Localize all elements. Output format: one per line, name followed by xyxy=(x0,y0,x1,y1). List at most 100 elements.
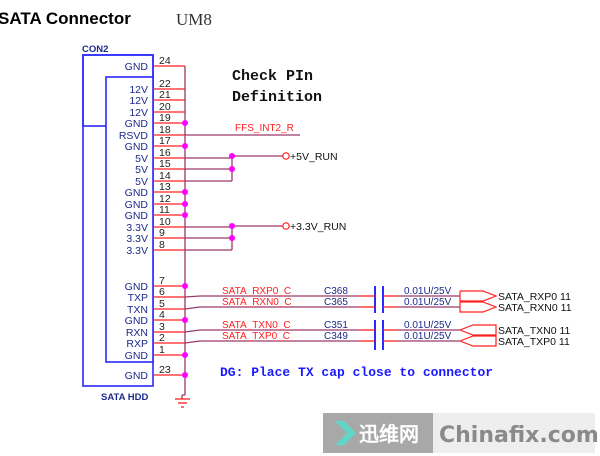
check-note-line1: Check PIn xyxy=(232,68,313,85)
junction-dot xyxy=(229,166,235,172)
pin-number: 11 xyxy=(159,204,170,216)
junction-dot xyxy=(182,352,188,358)
capacitor-ref: C365 xyxy=(324,297,348,308)
pin-number: 23 xyxy=(159,364,171,376)
junction-dot xyxy=(229,223,235,229)
junction-dot xyxy=(182,143,188,149)
pin-number: 10 xyxy=(159,216,171,228)
pin-number: 8 xyxy=(159,239,165,251)
junction-dot xyxy=(182,283,188,289)
pin-number: 24 xyxy=(159,55,171,67)
connector-footprint-label: SATA HDD xyxy=(101,392,148,403)
junction-dot xyxy=(229,235,235,241)
pin-number: 13 xyxy=(159,181,171,193)
ref-designator: UM8 xyxy=(176,10,212,29)
pin-number: 12 xyxy=(159,193,171,205)
junction-dot xyxy=(182,120,188,126)
power-label-3v3: +3.3V_RUN xyxy=(290,221,346,233)
pin-name: 3.3V xyxy=(126,233,148,245)
pin-number: 2 xyxy=(159,332,165,344)
pin-number: 16 xyxy=(159,147,171,159)
watermark-chevron-icon xyxy=(335,421,356,445)
pin-number: 21 xyxy=(159,89,171,101)
junction-dot xyxy=(182,372,188,378)
pin-number: 3 xyxy=(159,321,165,333)
pin-name: 5V xyxy=(135,176,148,188)
port-label[interactable]: SATA_TXP0 11 xyxy=(498,336,570,348)
pin-name: GND xyxy=(125,350,149,362)
capacitor-value: 0.01U/25V xyxy=(404,320,452,331)
power-terminal-3v3-icon xyxy=(282,222,290,230)
pin-number: 14 xyxy=(159,170,171,182)
pin-name: 12V xyxy=(129,107,148,119)
pin-number: 1 xyxy=(159,344,165,356)
pin-name: RXP xyxy=(126,338,148,350)
pin-name: GND xyxy=(125,61,149,73)
pin-number: 7 xyxy=(159,275,165,287)
connector-ref: CON2 xyxy=(82,44,108,55)
port-label[interactable]: SATA_RXP0 11 xyxy=(498,291,571,303)
port-label[interactable]: SATA_TXN0 11 xyxy=(498,325,571,337)
connector-inner-outline xyxy=(105,76,154,363)
wires xyxy=(181,66,300,399)
pin-name: GND xyxy=(125,118,149,130)
pin-number: 6 xyxy=(159,286,165,298)
offpage-port-icon xyxy=(459,324,497,336)
pin-name: GND xyxy=(125,281,149,293)
check-note-line2: Definition xyxy=(232,89,322,106)
junction-dot xyxy=(229,153,235,159)
pin-number: 19 xyxy=(159,112,171,124)
pin-number: 20 xyxy=(159,101,171,113)
signal-wire xyxy=(184,295,201,298)
junction-dot xyxy=(182,317,188,323)
pin-number: 9 xyxy=(159,227,165,239)
port-label[interactable]: SATA_RXN0 11 xyxy=(498,302,572,314)
pin-name: GND xyxy=(125,315,149,327)
pin-name: TXN xyxy=(127,304,148,316)
pin-number: 15 xyxy=(159,158,171,170)
signal-wire xyxy=(184,340,201,344)
pin-name: GND xyxy=(125,187,149,199)
capacitor-value: 0.01U/25V xyxy=(404,286,452,297)
pin-name: 5V xyxy=(135,164,148,176)
pin-name: RXN xyxy=(126,327,148,339)
capacitor-ref: C351 xyxy=(324,320,348,331)
pin-number: 17 xyxy=(159,135,171,147)
capacitor-value: 0.01U/25V xyxy=(404,331,452,342)
offpage-port-icon xyxy=(459,335,497,347)
junction-dot xyxy=(182,201,188,207)
pin-name: 3.3V xyxy=(126,222,148,234)
watermark-en-bg xyxy=(433,413,595,453)
capacitor-value: 0.01U/25V xyxy=(404,297,452,308)
junction-dot xyxy=(182,189,188,195)
watermark-cn-text: 迅维网 xyxy=(359,422,419,446)
pin-name: RSVD xyxy=(119,130,149,142)
ground-symbol-icon xyxy=(175,398,190,408)
offpage-port-icon xyxy=(459,301,498,313)
pin-number: 18 xyxy=(159,124,171,136)
junction-dot xyxy=(182,212,188,218)
pin-name: GND xyxy=(125,199,149,211)
pin-name: 12V xyxy=(129,95,148,107)
signal-wire xyxy=(184,306,201,310)
pin-name: GND xyxy=(125,210,149,222)
signal-net-label: SATA_RXP0_C xyxy=(222,286,291,297)
power-label-5v: +5V_RUN xyxy=(290,151,338,163)
net-label-rsvd: FFS_INT2_R xyxy=(235,123,294,134)
pin-number: 22 xyxy=(159,78,171,90)
pin-name: 12V xyxy=(129,84,148,96)
signal-wire xyxy=(184,329,201,333)
pin-name: 5V xyxy=(135,153,148,165)
design-guide-note: DG: Place TX cap close to connector xyxy=(220,365,493,380)
pin-number: 5 xyxy=(159,298,165,310)
page-title: SATA Connector xyxy=(0,9,131,28)
signal-net-label: SATA_RXN0_C xyxy=(222,297,292,308)
watermark-en-text: Chinafix.com xyxy=(439,423,599,448)
capacitor-ref: C349 xyxy=(324,331,348,342)
watermark: 迅维网 Chinafix.com xyxy=(323,413,599,453)
pin-name: GND xyxy=(125,370,149,382)
pin-number: 4 xyxy=(159,309,165,321)
